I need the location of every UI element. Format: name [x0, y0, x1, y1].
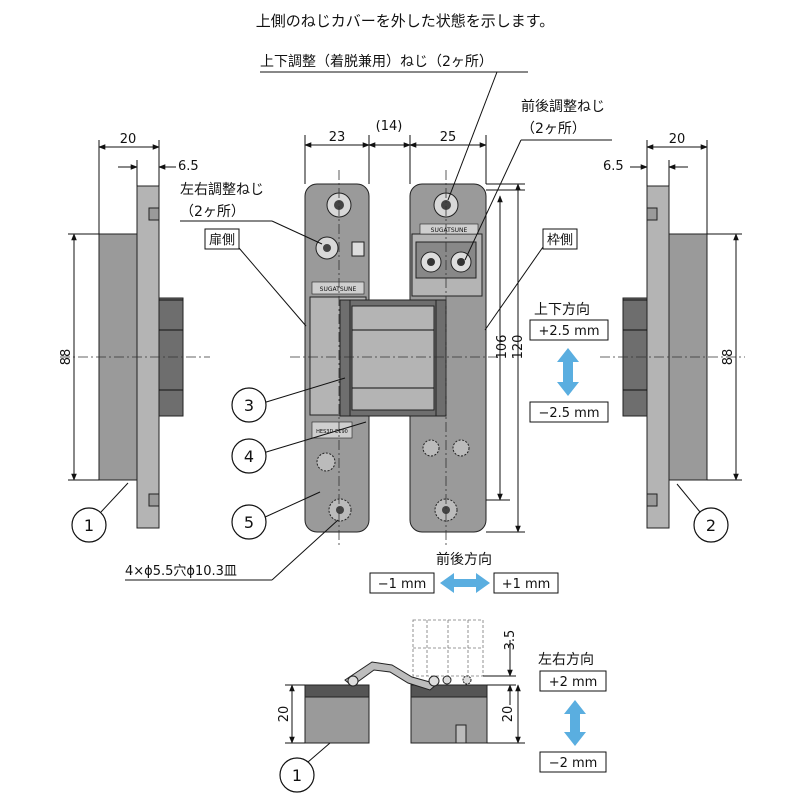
dim-25: 25 [440, 130, 457, 145]
lateral-adjust-title: 左右方向 [538, 652, 594, 668]
label-lateral-screw-2: （2ヶ所） [180, 204, 245, 220]
label-depth-screw-1: 前後調整ねじ [521, 98, 605, 115]
dim-120: 120 [511, 335, 526, 360]
left-side-view: 20 6.5 88 1 [59, 132, 210, 543]
dim-right-88: 88 [721, 349, 736, 366]
label-lateral-screw-1: 左右調整ねじ [180, 182, 264, 198]
callout-1-bottom: 1 [292, 766, 302, 785]
depth-adjustment: 前後方向 −1 mm +1 mm [369, 551, 559, 594]
vertical-plus: +2.5 mm [538, 324, 599, 339]
dim-right-20: 20 [669, 132, 686, 147]
dim-14: (14) [376, 119, 403, 134]
depth-minus: −1 mm [378, 577, 427, 592]
callout-4: 4 [244, 447, 254, 466]
plan-view: 3.5 20 20 1 [277, 619, 525, 793]
dim-bottom-20-left: 20 [277, 706, 292, 723]
vertical-adjustment: 上下方向 +2.5 mm −2.5 mm [529, 302, 609, 423]
brand-mark-frame: SUGATSUNE [431, 227, 468, 234]
label-holes: 4×ϕ5.5穴ϕ10.3皿 [125, 564, 237, 579]
dim-106: 106 [495, 335, 510, 360]
dim-23: 23 [329, 130, 346, 145]
diagram-title: 上側のねじカバーを外した状態を示します。 [256, 12, 555, 30]
depth-plus: +1 mm [502, 577, 551, 592]
label-depth-screw-2: （2ヶ所） [521, 121, 586, 137]
right-side-view: 20 6.5 88 2 [600, 132, 745, 543]
vertical-arrow-icon [557, 348, 579, 396]
callout-2: 2 [706, 516, 716, 535]
dim-left-20: 20 [120, 132, 137, 147]
vertical-adjust-title: 上下方向 [534, 302, 590, 318]
label-frame-side: 枠側 [547, 233, 573, 248]
dim-right-6-5: 6.5 [603, 159, 624, 174]
brand-mark-door: SUGATSUNE [320, 286, 357, 293]
lateral-arrow-icon [564, 700, 586, 746]
callout-5: 5 [244, 513, 254, 532]
dim-bottom-20-right: 20 [501, 706, 516, 723]
callout-1: 1 [84, 516, 94, 535]
dim-left-6-5: 6.5 [178, 159, 199, 174]
label-door-side: 扉側 [209, 232, 235, 248]
dim-3-5: 3.5 [503, 630, 518, 651]
lateral-minus: −2 mm [549, 756, 598, 771]
dim-left-88: 88 [59, 349, 74, 366]
front-view: SUGATSUNE SUGATSUNE HES3D-E190 23 (14) 2… [125, 54, 612, 581]
lateral-plus: +2 mm [549, 675, 598, 690]
depth-adjust-title: 前後方向 [436, 551, 492, 568]
label-vertical-screw: 上下調整（着脱兼用）ねじ（2ヶ所） [260, 54, 493, 70]
depth-arrow-icon [440, 573, 490, 593]
vertical-minus: −2.5 mm [538, 406, 599, 421]
lateral-adjustment: 左右方向 +2 mm −2 mm [538, 652, 607, 773]
callout-3: 3 [244, 396, 254, 415]
